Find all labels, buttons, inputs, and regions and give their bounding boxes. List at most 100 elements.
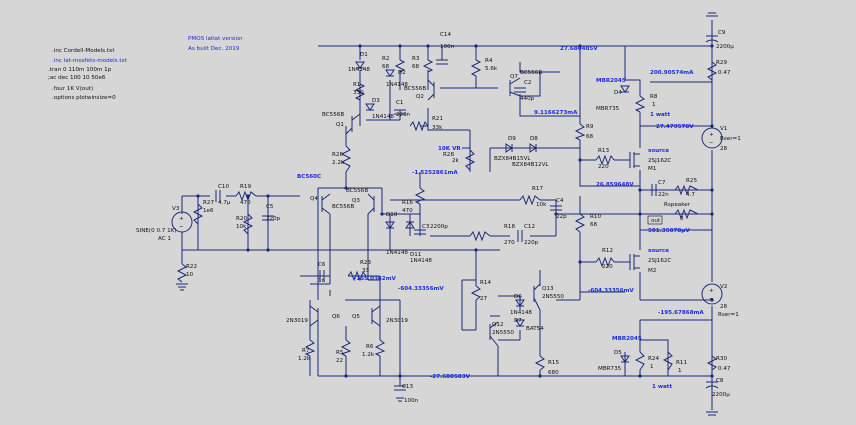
directive-ac[interactable]: ;ac dec 100 10 50e6 [48, 75, 106, 81]
label-D5: D5 [614, 350, 622, 356]
directive-four[interactable]: .four 1K V(out) [52, 86, 93, 92]
label-D4v: MBR2045 [596, 78, 626, 84]
capacitor-C1[interactable] [394, 109, 406, 115]
label-Q3m: BC556B [346, 188, 368, 194]
transistor-Q6[interactable] [309, 305, 319, 327]
resistor-R21[interactable] [409, 120, 429, 132]
directive-tran[interactable]: .tran 0 110m 100m 1p [48, 67, 112, 73]
svg-text:+: + [179, 216, 184, 222]
resistor-R17[interactable] [519, 194, 541, 206]
voltage-source-V2[interactable]: +− [701, 283, 723, 305]
capacitor-C10[interactable] [215, 190, 221, 202]
resistor-R19[interactable] [235, 190, 257, 202]
directive-options[interactable]: .options plotwinsize=0 [52, 95, 116, 101]
label-C2: C2 [524, 80, 531, 86]
diode-D9[interactable] [505, 143, 513, 153]
net-604mV-a: -604.33356mV [398, 286, 444, 292]
mosfet-M1[interactable] [629, 152, 640, 168]
transistor-Q7[interactable] [509, 77, 521, 97]
source-symbols[interactable]: +− +− +− [171, 127, 723, 305]
capacitor-C4[interactable] [550, 205, 562, 211]
wires[interactable] [181, 20, 713, 410]
resistor-R25[interactable] [674, 184, 699, 196]
directive-inc-cordell[interactable]: .inc Cordell-Models.txt [52, 48, 115, 54]
capacitor-symbols[interactable] [215, 35, 719, 391]
resistor-Rspeaker[interactable] [674, 208, 699, 220]
resistor-R28[interactable] [464, 149, 476, 171]
resistor-R6[interactable] [374, 339, 386, 357]
label-R7v: 1.2k [298, 356, 311, 362]
capacitor-C5[interactable] [262, 215, 274, 221]
resistor-R24[interactable] [634, 351, 645, 371]
diode-D5[interactable] [620, 355, 630, 363]
transistor-symbols[interactable] [309, 77, 640, 347]
capacitor-C7[interactable] [651, 184, 657, 196]
diode-D11[interactable] [405, 221, 415, 229]
resistor-R2[interactable] [394, 59, 406, 73]
out-port: out [647, 215, 663, 225]
capacitor-C3[interactable] [414, 229, 426, 235]
transistor-Q3[interactable] [367, 193, 375, 215]
resistor-R1[interactable] [354, 83, 366, 101]
diode-symbols[interactable] [355, 61, 630, 363]
diode-D4[interactable] [620, 85, 630, 93]
diode-D6[interactable] [515, 299, 525, 307]
label-C10: C10 [218, 184, 229, 190]
resistor-R12[interactable] [595, 256, 615, 268]
label-R26v: 2.2k [332, 160, 345, 166]
resistor-R11[interactable] [662, 351, 673, 371]
capacitor-C14[interactable] [436, 59, 448, 65]
resistor-R5[interactable] [340, 339, 352, 357]
transistor-Q13[interactable] [533, 283, 541, 311]
label-R16v: 470 [402, 208, 413, 214]
resistor-R4[interactable] [470, 59, 482, 77]
transistor-Q12[interactable] [489, 321, 499, 347]
resistor-R14[interactable] [470, 285, 481, 301]
resistor-R18[interactable] [469, 230, 491, 242]
transistor-Q1[interactable] [345, 113, 361, 135]
voltage-source-V3[interactable]: +− [171, 211, 193, 233]
resistor-R22[interactable] [176, 263, 188, 283]
resistor-R3[interactable] [422, 59, 434, 73]
diode-D8[interactable] [529, 143, 537, 153]
net-195mA: -195.67868mA [658, 310, 704, 316]
capacitor-C9[interactable] [705, 35, 719, 43]
label-V2v: 28 [720, 304, 728, 310]
resistor-R27[interactable] [192, 203, 204, 225]
capacitor-C13[interactable] [394, 385, 406, 391]
capacitor-C12[interactable] [517, 230, 523, 242]
resistor-R8[interactable] [634, 95, 646, 113]
resistor-R30[interactable] [706, 355, 717, 371]
resistor-symbols[interactable] [176, 59, 718, 371]
label-R22v: 10 [186, 272, 194, 278]
resistor-R20[interactable] [242, 213, 254, 235]
resistor-R7[interactable] [304, 339, 316, 357]
label-Rspk: Rspeaker [664, 202, 691, 208]
directive-inc-lat[interactable]: .inc lat-mosfets-models.txt [52, 58, 128, 64]
resistor-R10[interactable] [574, 213, 586, 233]
diode-D1[interactable] [355, 61, 365, 69]
capacitor-C2[interactable] [514, 87, 526, 93]
label-C5: C5 [266, 204, 274, 210]
resistor-R29[interactable] [706, 61, 718, 81]
transistor-Q4[interactable] [321, 193, 331, 215]
resistor-R23[interactable] [347, 270, 367, 282]
capacitor-C8[interactable] [705, 381, 719, 389]
resistor-R26[interactable] [340, 145, 352, 173]
resistor-R13[interactable] [595, 154, 615, 166]
resistor-R9[interactable] [574, 123, 586, 141]
resistor-R15[interactable] [534, 355, 545, 371]
mosfet-M2[interactable] [629, 254, 640, 270]
transistor-Q5[interactable] [371, 305, 381, 327]
diode-D10[interactable] [385, 221, 395, 229]
transistor-Q2[interactable] [427, 79, 435, 101]
diode-D7[interactable] [515, 319, 525, 327]
capacitor-C6[interactable] [319, 270, 325, 282]
diode-D2[interactable] [385, 69, 395, 77]
diode-D3[interactable] [365, 103, 375, 111]
resistor-R16[interactable] [414, 187, 426, 205]
voltage-source-V1[interactable]: +− [701, 127, 723, 149]
spice-directives[interactable]: .inc Cordell-Models.txt .inc lat-mosfets… [48, 48, 128, 101]
